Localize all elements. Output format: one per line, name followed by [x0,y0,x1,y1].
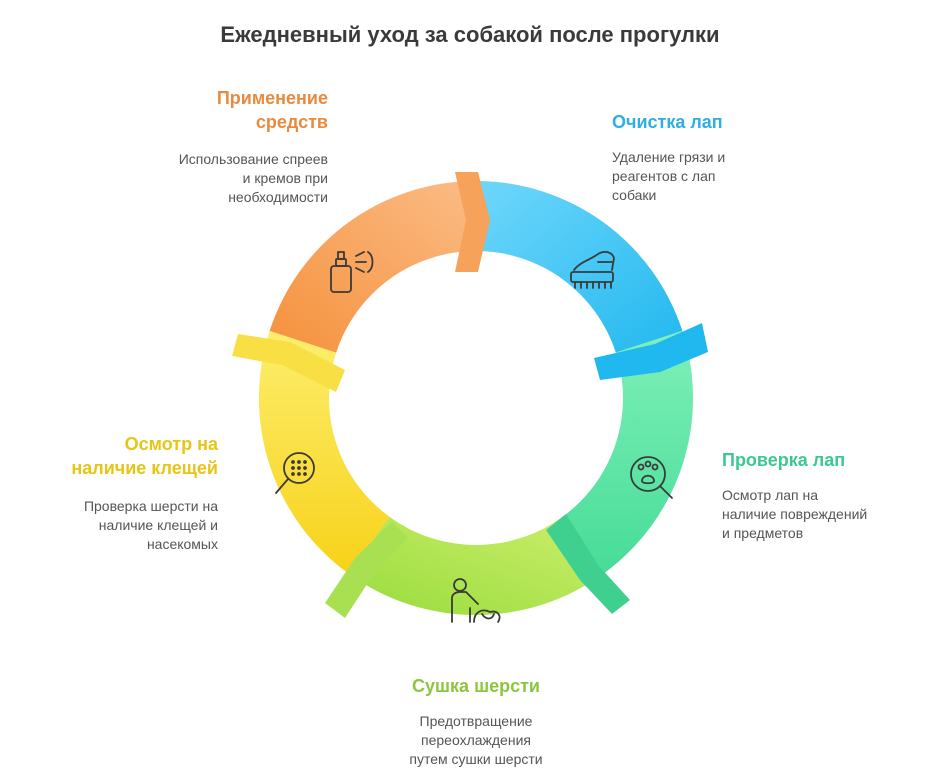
connector-green-lime [546,514,630,614]
diagram-title: Ежедневный уход за собакой после прогулк… [220,22,720,47]
segment-tick-check [258,330,390,574]
segment-check-paws [562,330,694,574]
brush-icon [570,251,615,289]
segment-clean-paws [476,181,683,353]
connector-lime-yellow [325,522,408,618]
connector-orange-blue [455,172,490,272]
step-title-dry-fur: Сушка шерсти [412,676,540,696]
segment-apply-products [269,180,476,353]
step-title-clean-paws: Очистка лап [612,112,723,132]
spray-bottle-icon [330,251,374,293]
person-drying-dog-icon [451,578,501,623]
magnifier-paw-icon [630,456,673,499]
connector-blue-green [594,323,708,380]
magnifier-dots-icon [275,452,315,494]
step-title-check-paws: Проверка лап [722,450,846,470]
connector-yellow-orange [232,334,345,392]
segment-dry-fur [348,516,604,616]
